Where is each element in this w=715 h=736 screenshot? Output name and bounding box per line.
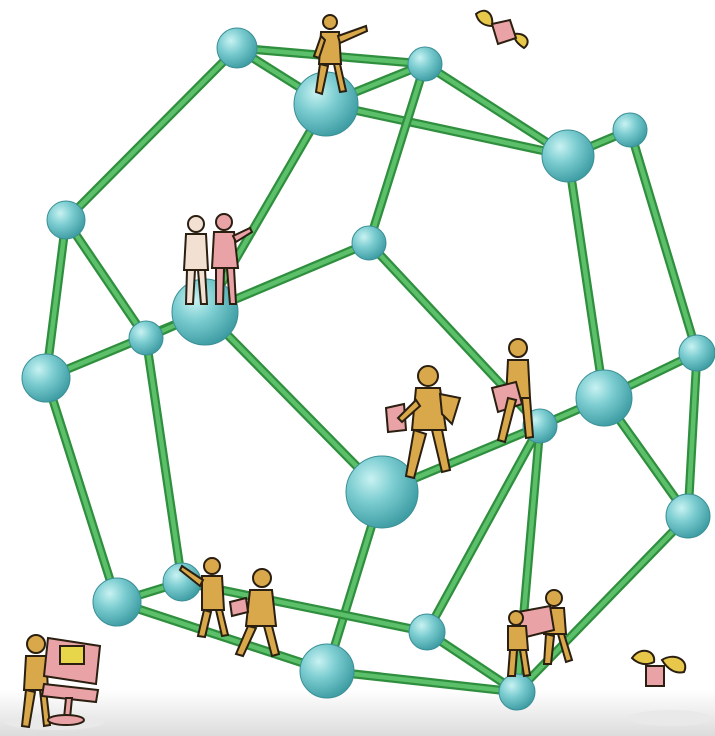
graph-edge [63,45,240,223]
graph-node [46,200,86,240]
graph-edge [627,127,700,356]
graph-node [541,129,595,183]
people-moving-box-icon [506,589,574,678]
graph-node [407,46,443,82]
floor-shadow [628,710,712,726]
graph-node [351,225,387,261]
graph-edge [63,217,149,341]
graph-node [92,577,142,627]
graph-edge [565,153,607,401]
graph-node [408,613,446,651]
flying-package-icon [630,649,687,687]
person-pointing-icon [312,14,369,96]
graph-node [216,27,258,69]
graph-edge [422,61,571,159]
graph-node [678,334,715,372]
graph-node [293,71,359,137]
graph-node [128,320,164,356]
graph-edge [43,375,120,605]
graph-edge [143,335,185,585]
couple-icon [182,213,254,305]
graph-edge [366,61,428,246]
graph-edge [685,350,700,519]
graph-node [575,369,633,427]
graph-node [612,112,648,148]
graph-edge [202,101,329,315]
graph-node [21,353,71,403]
graph-node [345,455,419,529]
graph-edge [324,668,520,695]
graph-nodes [21,27,715,711]
graph-edge [43,217,69,381]
graph-node [498,673,536,711]
person-at-computer-icon [20,634,102,729]
floor-shade [0,690,715,736]
graph-edge [424,423,543,635]
graph-edge [202,309,385,495]
graph-node [665,493,711,539]
graph-node [299,643,355,699]
person-carrying-box-icon [490,338,535,444]
two-people-greeting-icon [178,557,281,658]
flying-package-icon [474,9,529,50]
graph-edge [323,101,571,159]
walking-woman-icon [384,365,462,480]
